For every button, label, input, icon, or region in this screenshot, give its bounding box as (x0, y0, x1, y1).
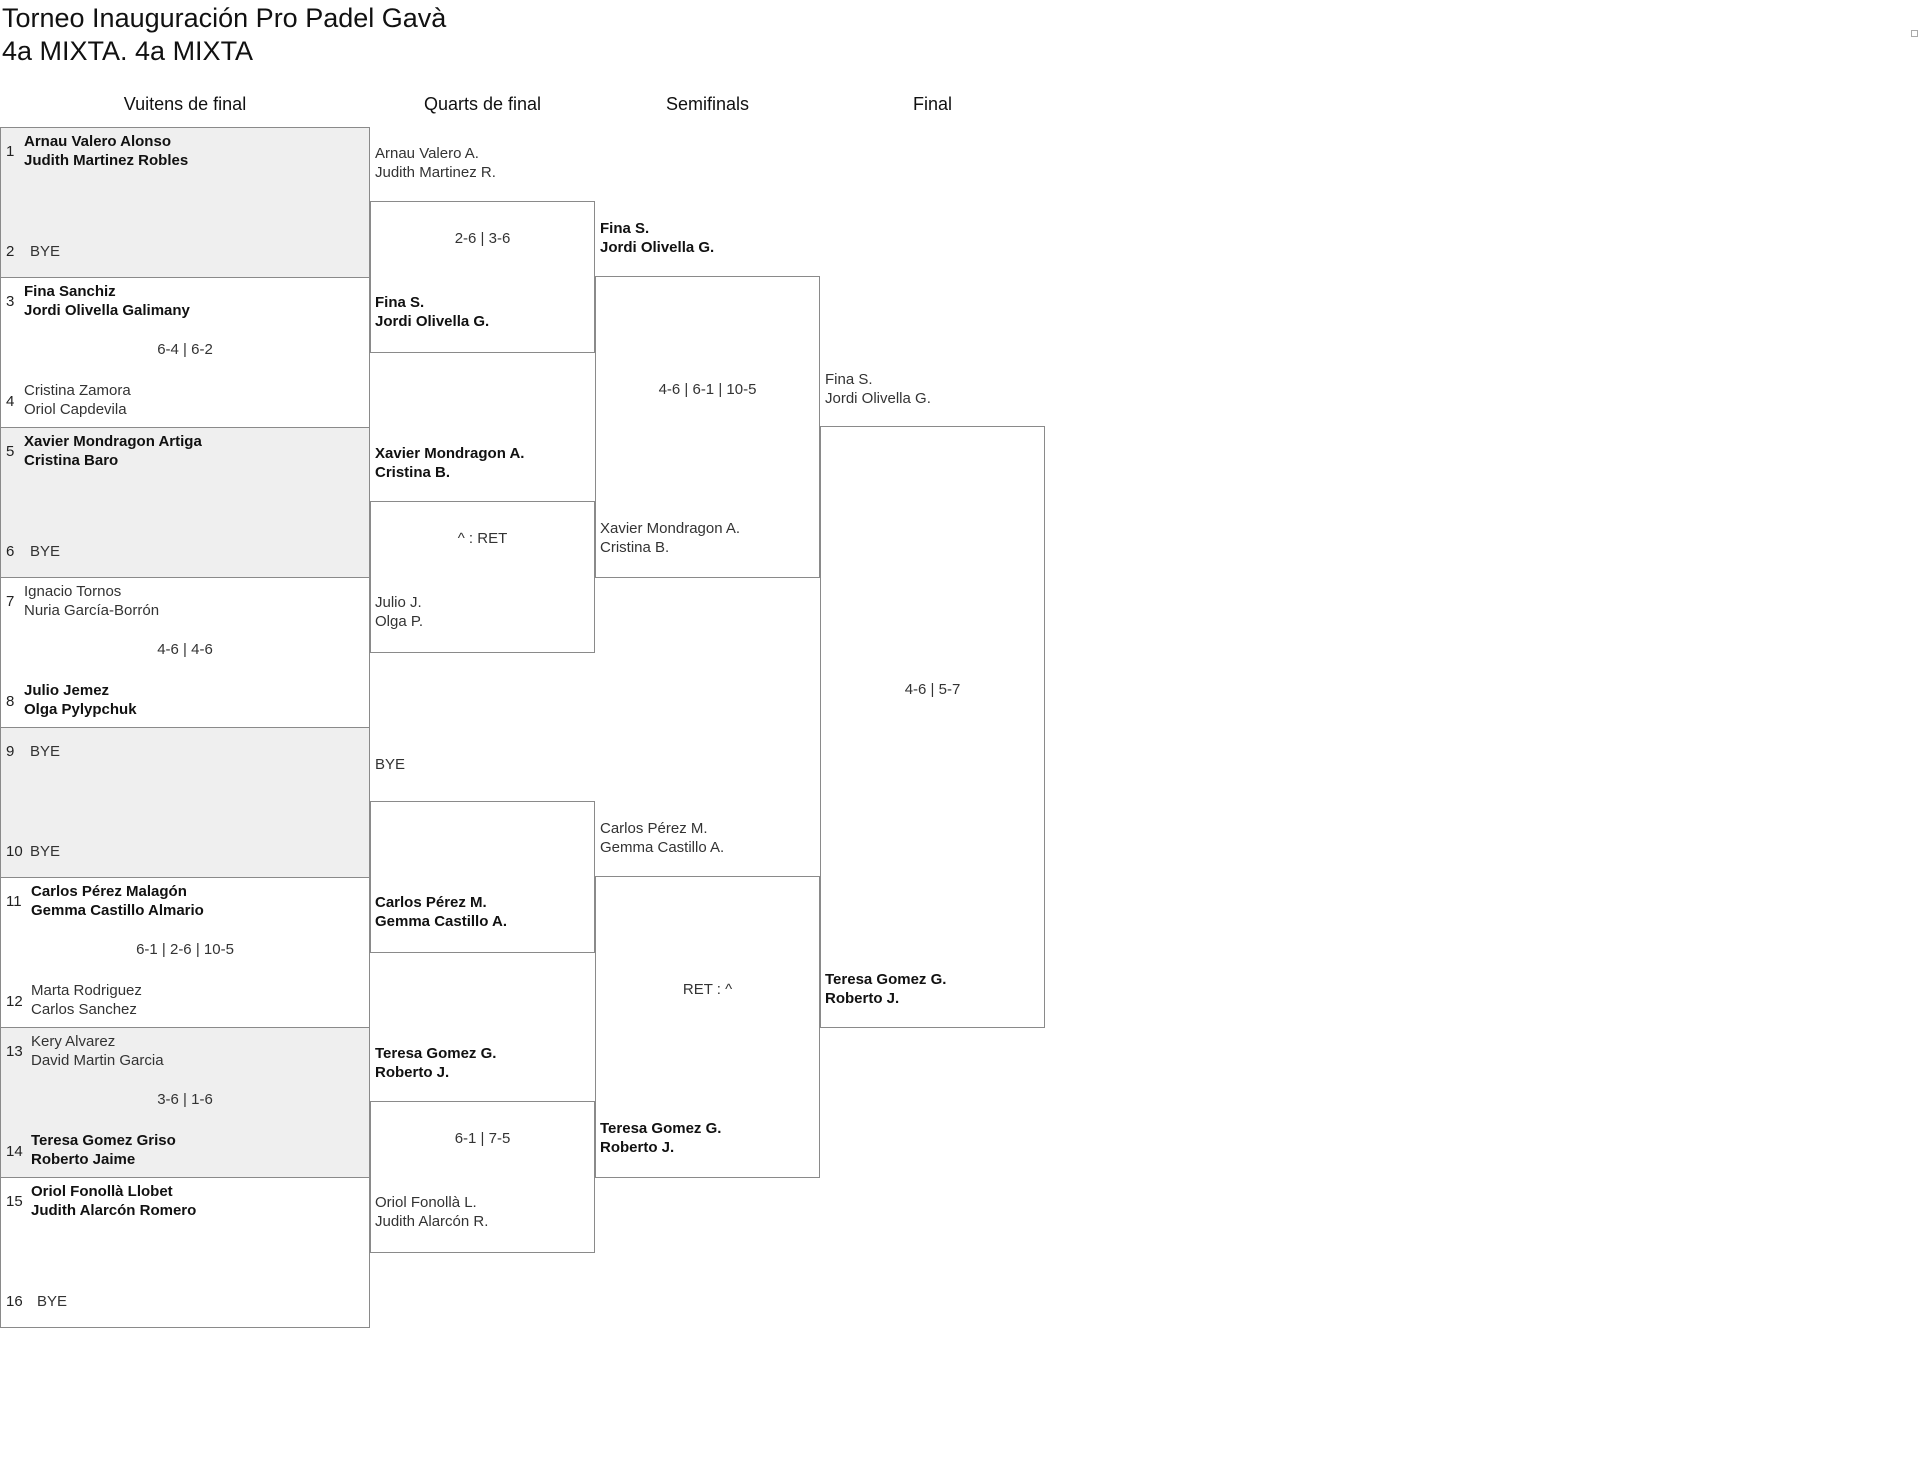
sf-team-bottom: Xavier Mondragon A.Cristina B. (600, 520, 741, 556)
qf-team-top: BYE (375, 756, 406, 773)
r16-team-top: BYE (30, 743, 61, 760)
seed-number: 14 (6, 1143, 23, 1160)
seed-number: 3 (6, 293, 15, 310)
qf-match[interactable] (370, 801, 595, 953)
corner-marker (1911, 30, 1918, 37)
r16-team-bottom: BYE (30, 543, 61, 560)
sf-team-top: Carlos Pérez M.Gemma Castillo A. (600, 820, 725, 856)
qf-score: 2-6 | 3-6 (454, 230, 511, 247)
sf-match[interactable] (595, 276, 820, 578)
seed-number: 2 (6, 243, 15, 260)
qf-team-top: Xavier Mondragon A.Cristina B. (375, 445, 525, 481)
r16-match[interactable] (0, 127, 370, 278)
sf-team-bottom: Teresa Gomez G.Roberto J. (600, 1120, 722, 1156)
final-score: 4-6 | 5-7 (904, 681, 961, 698)
r16-team-bottom: BYE (30, 243, 61, 260)
seed-number: 9 (6, 743, 15, 760)
seed-number: 7 (6, 593, 15, 610)
qf-score: ^ : RET (457, 530, 508, 547)
sf-team-top: Fina S.Jordi Olivella G. (600, 220, 715, 256)
sf-score: 4-6 | 6-1 | 10-5 (658, 381, 757, 398)
final-team-bottom: Teresa Gomez G.Roberto J. (825, 971, 947, 1007)
r16-score: 4-6 | 4-6 (157, 641, 213, 658)
seed-number: 8 (6, 693, 15, 710)
r16-score: 6-1 | 2-6 | 10-5 (136, 941, 234, 958)
qf-match[interactable] (370, 501, 595, 653)
seed-number: 4 (6, 393, 15, 410)
seed-number: 10 (6, 843, 23, 860)
sf-score: RET : ^ (682, 981, 733, 998)
r16-score: 3-6 | 1-6 (157, 1091, 213, 1108)
round-header-final: Final (912, 94, 952, 114)
qf-team-bottom: Carlos Pérez M.Gemma Castillo A. (375, 894, 507, 930)
r16-team-bottom: BYE (37, 1293, 68, 1310)
qf-team-bottom: Fina S.Jordi Olivella G. (375, 294, 490, 330)
sf-match[interactable] (595, 876, 820, 1178)
draw-subtitle: 4a MIXTA. 4a MIXTA (2, 36, 254, 66)
seed-number: 12 (6, 993, 23, 1010)
r16-match[interactable] (0, 1177, 370, 1328)
seed-number: 5 (6, 443, 15, 460)
round-header-r16: Vuitens de final (123, 94, 247, 114)
qf-team-bottom: Julio J.Olga P. (375, 594, 424, 630)
r16-match[interactable] (0, 577, 370, 728)
r16-score: 6-4 | 6-2 (157, 341, 213, 358)
qf-team-top: Teresa Gomez G.Roberto J. (375, 1045, 497, 1081)
r16-match[interactable] (0, 427, 370, 578)
final-match[interactable] (820, 426, 1045, 1028)
seed-number: 13 (6, 1043, 23, 1060)
qf-team-bottom: Oriol Fonollà L.Judith Alarcón R. (375, 1194, 489, 1230)
qf-team-top: Arnau Valero A.Judith Martinez R. (375, 145, 496, 181)
seed-number: 15 (6, 1193, 23, 1210)
seed-number: 6 (6, 543, 15, 560)
final-team-top: Fina S.Jordi Olivella G. (825, 371, 931, 407)
seed-number: 16 (6, 1293, 23, 1310)
qf-score: 6-1 | 7-5 (454, 1130, 511, 1147)
round-header-qf: Quarts de final (423, 94, 542, 114)
r16-team-bottom: BYE (30, 843, 61, 860)
qf-match[interactable] (370, 201, 595, 353)
seed-number: 1 (6, 143, 15, 160)
r16-match[interactable] (0, 1027, 370, 1178)
qf-match[interactable] (370, 1101, 595, 1253)
seed-number: 11 (6, 893, 22, 910)
round-header-sf: Semifinals (665, 94, 750, 114)
tournament-title: Torneo Inauguración Pro Padel Gavà (2, 3, 447, 33)
